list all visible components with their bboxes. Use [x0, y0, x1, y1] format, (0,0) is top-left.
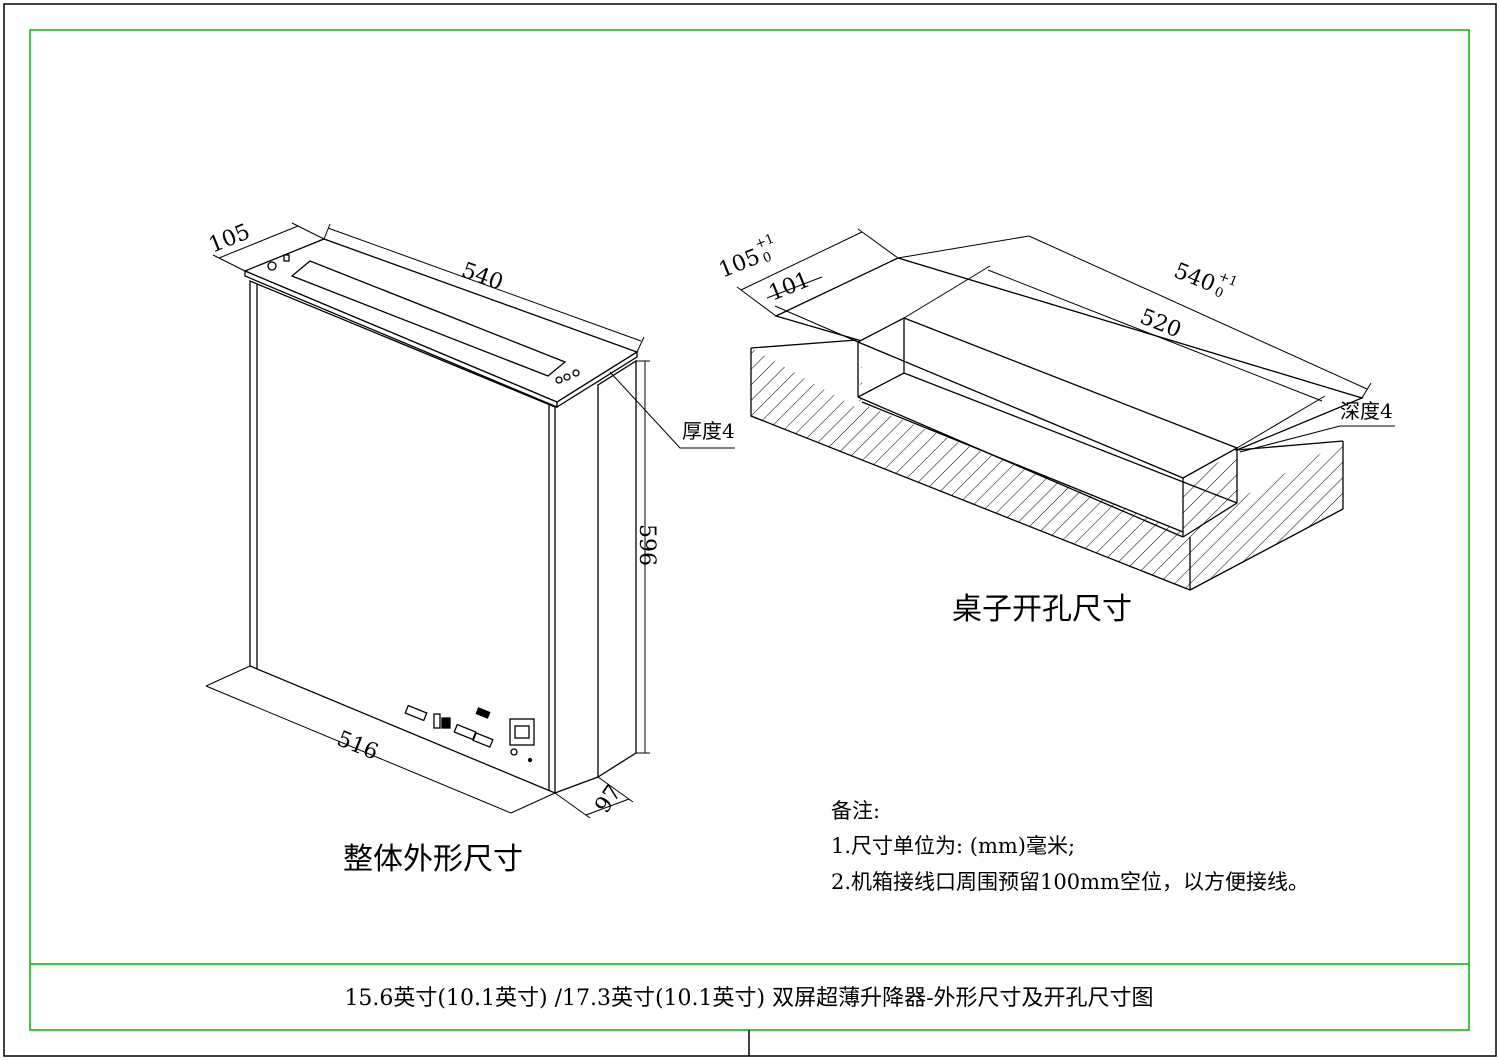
dim-540r: 540 — [1170, 259, 1218, 298]
right-dim-lines — [736, 228, 1395, 453]
drawing-title: 15.6英寸(10.1英寸) /17.3英寸(10.1英寸) 双屏超薄升降器-外… — [344, 986, 1153, 1011]
dim-105r-ext-b — [857, 228, 899, 259]
power-switch — [510, 748, 518, 756]
button-dot-3 — [572, 369, 580, 377]
hole-floor-back — [903, 372, 1238, 504]
dim-516-ext-a — [205, 665, 251, 687]
dim-540-line — [327, 227, 642, 342]
dim-101: 101 — [765, 268, 813, 307]
dim-105r-tol-upper: +1 — [753, 231, 776, 252]
dim-540r-line — [1028, 235, 1368, 390]
dim-105r-ext — [736, 286, 777, 317]
button-dot-2 — [563, 373, 571, 381]
hole-floor-right — [1182, 502, 1238, 538]
dim-596-height: 596 — [634, 524, 659, 566]
dim-540r-tol-lower: 0 — [1212, 285, 1225, 302]
note-item-2: 2.机箱接线口周围预留100mm空位，以方便接线。 — [831, 870, 1309, 894]
desk-top-left-edge — [750, 339, 858, 349]
dim-105r-line — [740, 231, 863, 291]
body-side — [597, 359, 637, 779]
left-dim-lines — [205, 222, 735, 819]
dim-97-bottom: 97 — [590, 781, 627, 818]
note-item-1: 1.尺寸单位为: (mm)毫米; — [831, 834, 1075, 858]
thickness-leader — [609, 371, 735, 449]
dim-516-bottom: 516 — [333, 727, 381, 766]
vga-port-3 — [472, 732, 494, 748]
dim-105r: 105 — [715, 245, 763, 284]
depth-leader — [1239, 425, 1395, 453]
usb-port-2 — [441, 717, 451, 729]
dim-105-line — [218, 225, 299, 259]
dim-516-ext-b — [510, 792, 556, 814]
dim-105-ext-b — [291, 222, 325, 240]
button-dot-1 — [555, 376, 563, 384]
rear-ports — [404, 704, 535, 763]
dim-540r-group: 540 +1 0 — [1170, 259, 1239, 302]
dim-105r-tol-lower: 0 — [761, 250, 774, 267]
dim-97-ext-a — [554, 792, 591, 819]
dim-97-line — [585, 798, 630, 816]
outer-border — [3, 3, 1497, 1057]
top-screen-window — [290, 260, 567, 377]
power-socket-inner — [514, 725, 530, 739]
dim-540r-ext-a — [897, 235, 1030, 259]
depth-label: 深度4 — [1340, 399, 1393, 423]
left-view-overall — [205, 222, 735, 819]
right-view-cutout — [736, 228, 1395, 591]
hole-floor-front — [857, 396, 1184, 538]
usb-port-1 — [433, 713, 441, 729]
right-view-caption: 桌子开孔尺寸 — [952, 592, 1132, 627]
led-dot — [527, 757, 533, 763]
dim-540r-tol-upper: +1 — [1216, 269, 1239, 290]
top-button-left — [267, 261, 277, 271]
dim-516-line — [205, 685, 512, 814]
dim-520-ext-b — [1236, 395, 1326, 449]
body-bottom-edge — [554, 776, 599, 794]
vga-port-1 — [404, 704, 428, 722]
notes-block: 备注: 1.尺寸单位为: (mm)毫米; 2.机箱接线口周围预留100mm空位，… — [831, 799, 1309, 894]
top-plate-edge-side — [556, 350, 638, 409]
dim-101-line — [766, 276, 823, 299]
small-port — [475, 707, 491, 719]
notes-heading: 备注: — [831, 799, 880, 823]
dim-101-ext — [774, 305, 859, 343]
top-indicator — [283, 254, 290, 262]
dim-520-line — [987, 269, 1323, 402]
desk-inner-edge — [861, 401, 1184, 533]
dim-540-ext-b — [636, 336, 645, 353]
dim-540r-ext-b — [1361, 382, 1372, 399]
hole-floor-left — [857, 372, 905, 398]
dim-105-top: 105 — [205, 220, 253, 259]
vga-port-2 — [453, 723, 477, 741]
sheet-frame — [3, 3, 1497, 1057]
left-view-caption: 整体外形尺寸 — [343, 842, 523, 877]
dim-97-ext-b — [597, 776, 634, 803]
thickness-label: 厚度4 — [682, 419, 735, 443]
dim-520-ext-a — [903, 265, 991, 319]
dim-540-ext-a — [323, 223, 331, 240]
power-socket — [509, 718, 535, 746]
dim-105-ext-a — [212, 254, 246, 272]
